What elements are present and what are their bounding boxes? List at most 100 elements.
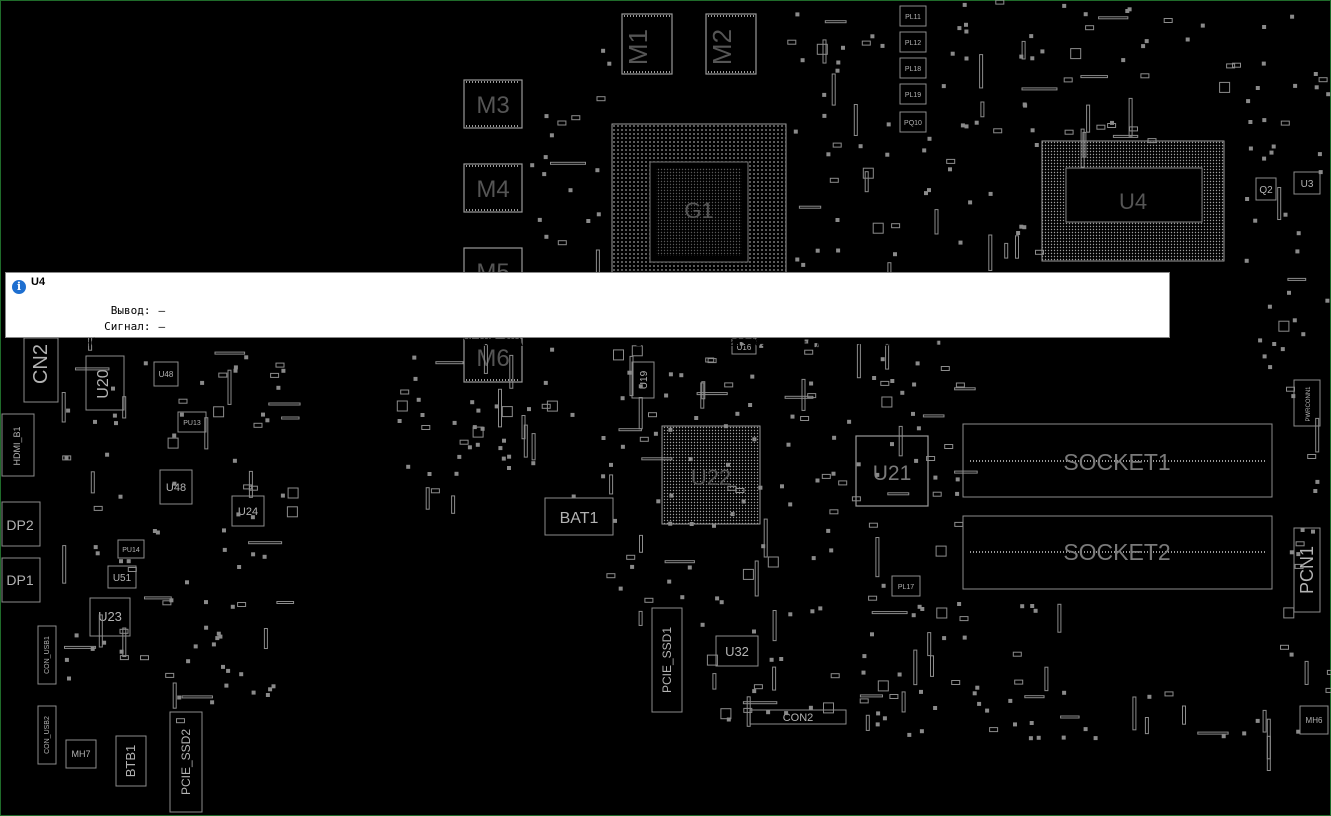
ram-socket-1[interactable]: SOCKET1	[962, 423, 1273, 498]
connector-pcie-ssd1[interactable]: PCIE_SSD1	[651, 607, 683, 713]
connector-pwrconn1[interactable]: PWRCONN1	[1293, 379, 1321, 427]
connector-hdmi-b1[interactable]: HDMI_B1	[1, 413, 35, 477]
passive-part	[1291, 394, 1296, 399]
passive-part	[989, 727, 999, 733]
passive-part	[924, 191, 928, 196]
passive-part	[881, 396, 893, 408]
connector-dp2[interactable]: DP2	[1, 501, 41, 547]
passive-part	[143, 361, 148, 366]
memory-chip-m2[interactable]: M2	[705, 13, 757, 75]
mount-hole-mh7[interactable]: MH7	[65, 739, 97, 769]
inductor-pl11[interactable]: PL11	[899, 5, 927, 27]
chip-u20[interactable]: U20	[85, 355, 125, 411]
passive-part	[753, 684, 763, 690]
chip-u51[interactable]: U51	[107, 565, 137, 589]
chip-u23[interactable]: U23	[89, 597, 131, 637]
passive-part	[780, 484, 784, 489]
chip-u19[interactable]: U19	[631, 361, 655, 399]
passive-part	[993, 128, 1003, 134]
chip-u21[interactable]: U21	[855, 435, 929, 507]
passive-part	[639, 534, 643, 553]
passive-part	[1125, 9, 1130, 13]
transistor-q2[interactable]: Q2	[1255, 177, 1277, 201]
gpu-g1[interactable]: G1	[611, 123, 787, 275]
passive-part	[601, 436, 606, 440]
connector-cn2[interactable]: CN2	[23, 337, 59, 403]
cpu-u4[interactable]: U4	[1041, 140, 1225, 262]
passive-part	[1083, 727, 1088, 732]
passive-part	[507, 466, 511, 470]
ram-socket-2[interactable]: SOCKET2	[962, 515, 1273, 590]
passive-part	[988, 191, 993, 196]
passive-part	[507, 454, 512, 459]
passive-part	[735, 488, 745, 493]
passive-part	[226, 668, 231, 673]
chip-u3[interactable]: U3	[1293, 171, 1321, 195]
chip-u22[interactable]: U22	[661, 425, 761, 525]
chip-u24[interactable]: U24	[231, 495, 265, 527]
label-u4: U4	[1119, 189, 1147, 214]
passive-part	[890, 379, 895, 383]
tooltip-key: Информация:	[77, 336, 151, 349]
chip-pu13[interactable]: PU13	[177, 411, 207, 433]
connector-pcie-ssd2[interactable]: PCIE_SSD2	[169, 711, 203, 813]
connector-con2[interactable]: CON2	[749, 709, 847, 725]
mount-hole-mh6[interactable]: MH6	[1299, 705, 1329, 735]
passive-part	[726, 462, 730, 467]
chip-u16[interactable]: U16	[731, 337, 757, 355]
passive-part	[638, 397, 643, 430]
passive-part	[1271, 144, 1276, 149]
inductor-pl18[interactable]: PL18	[899, 57, 927, 79]
passive-part	[836, 248, 841, 253]
connector-con-usb1[interactable]: CON_USB1	[37, 625, 57, 685]
transistor-pq10[interactable]: PQ10	[899, 111, 927, 133]
passive-part	[596, 212, 601, 217]
passive-part	[779, 657, 784, 661]
passive-part	[1280, 644, 1289, 650]
passive-part	[821, 473, 831, 479]
passive-part	[224, 683, 229, 688]
chip-u48[interactable]: U48	[159, 469, 193, 505]
passive-part	[900, 390, 905, 395]
memory-chip-m3[interactable]: M3	[463, 79, 523, 129]
passive-part	[907, 732, 912, 737]
memory-chip-m4[interactable]: M4	[463, 163, 523, 213]
passive-part	[823, 702, 834, 714]
passive-part	[98, 614, 103, 648]
passive-part	[868, 522, 878, 528]
passive-part	[601, 48, 606, 53]
passive-part	[934, 209, 939, 235]
chip-u32[interactable]: U32	[715, 635, 759, 667]
passive-part	[1248, 146, 1253, 151]
label-pl19: PL19	[905, 92, 921, 99]
passive-part	[1226, 63, 1236, 69]
passive-part	[835, 68, 840, 73]
inductor-pl12[interactable]: PL12	[899, 31, 927, 53]
chip-u48-top[interactable]: U48	[153, 361, 179, 387]
passive-part	[1267, 304, 1272, 309]
memory-chip-m1[interactable]: M1	[621, 13, 673, 75]
chip-pl17[interactable]: PL17	[891, 575, 921, 597]
connector-pcn1[interactable]: PCN1	[1293, 527, 1321, 613]
passive-part	[800, 416, 810, 421]
inductor-pl19[interactable]: PL19	[899, 83, 927, 105]
passive-part	[977, 701, 982, 706]
memory-chip-m6[interactable]: M6	[463, 337, 523, 383]
connector-con-usb2[interactable]: CON_USB2	[37, 705, 57, 765]
passive-part	[1200, 23, 1205, 28]
passive-part	[221, 664, 225, 669]
connector-btb1[interactable]: BTB1	[115, 735, 147, 787]
battery-bat1[interactable]: BAT1	[544, 497, 614, 536]
passive-part	[237, 565, 242, 569]
passive-part	[1021, 87, 1058, 91]
passive-part	[946, 158, 956, 164]
connector-dp1[interactable]: DP1	[1, 557, 41, 603]
passive-part	[1277, 187, 1282, 221]
label-con-usb2: CON_USB2	[44, 716, 51, 754]
passive-part	[421, 425, 431, 430]
chip-pu14[interactable]: PU14	[117, 539, 145, 559]
passive-part	[1029, 34, 1034, 39]
passive-part	[537, 217, 542, 222]
